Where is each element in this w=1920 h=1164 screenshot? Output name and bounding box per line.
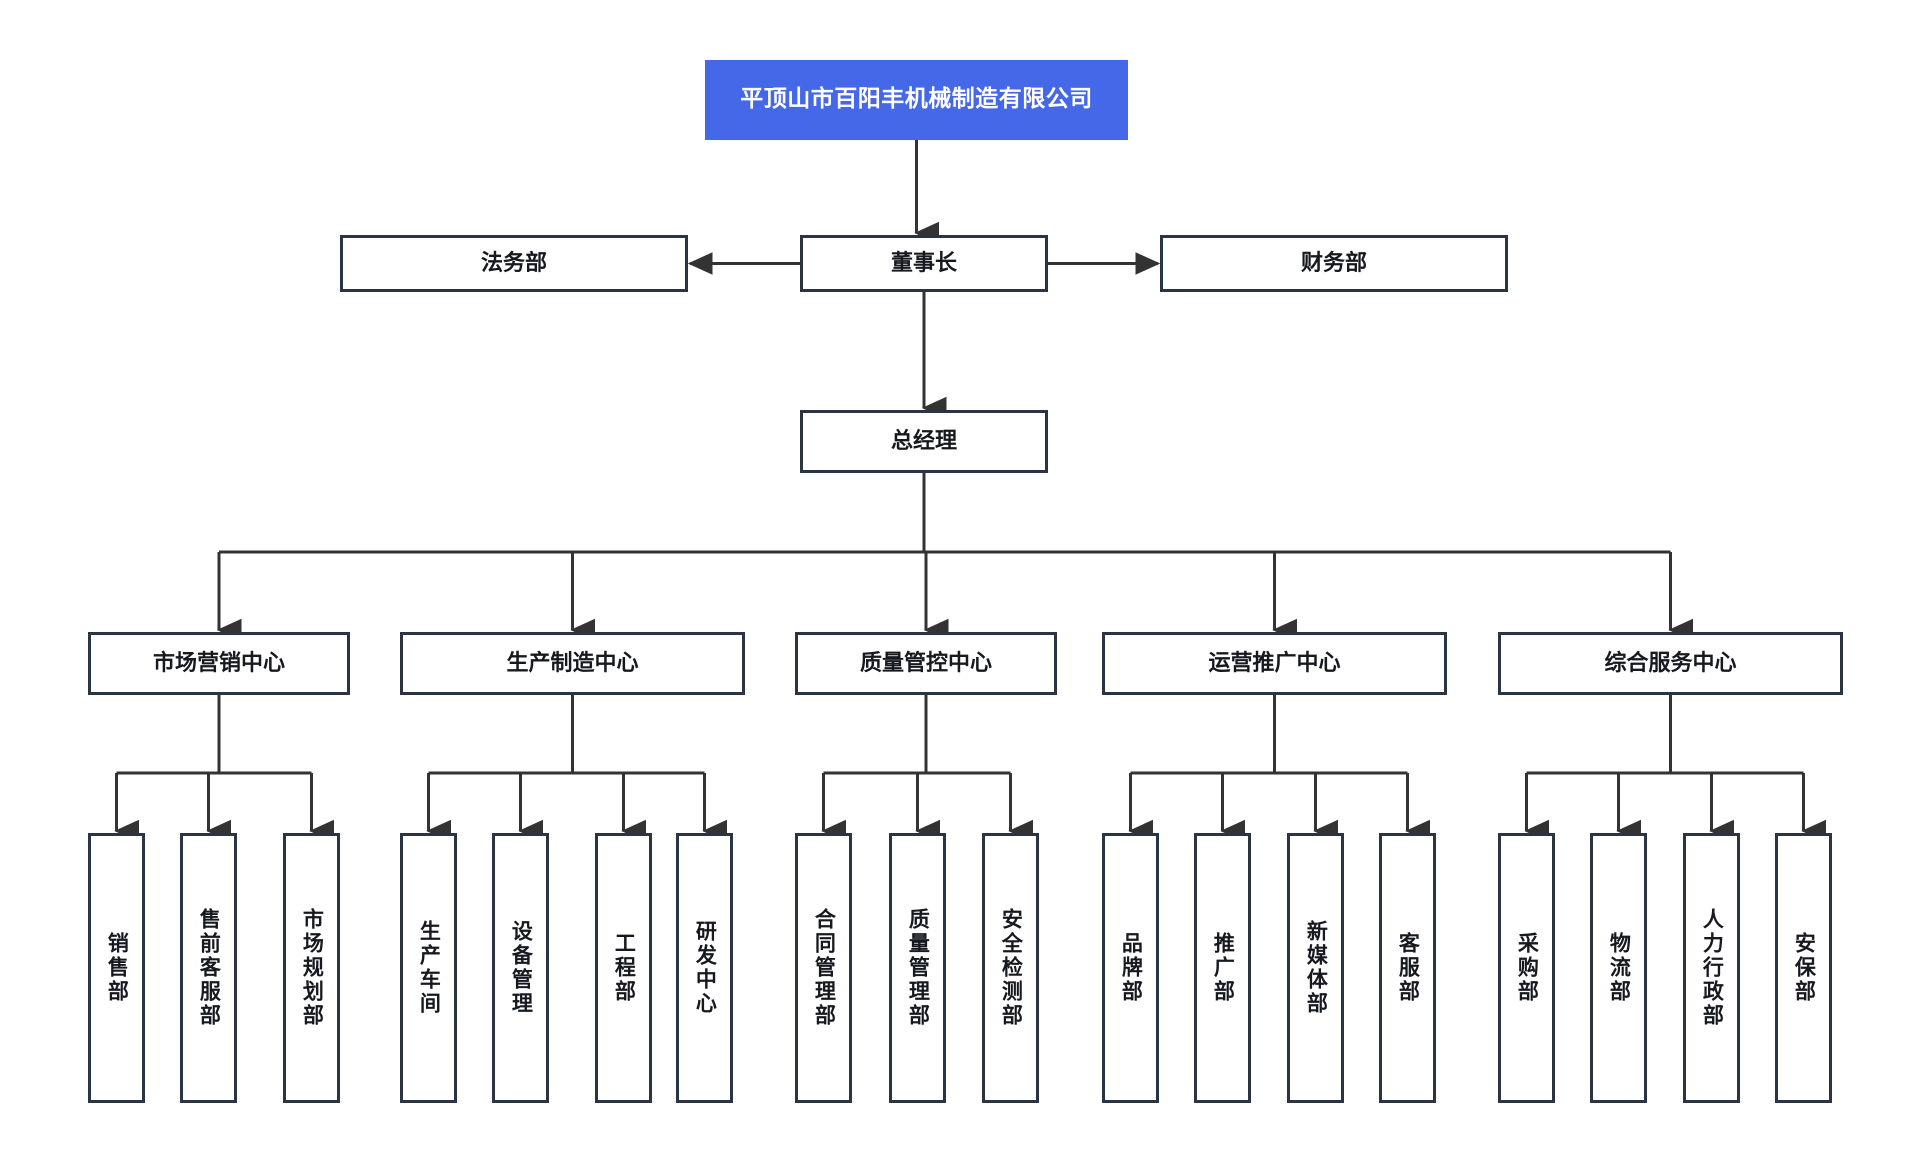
node-quality-management-dept-label: 质量管理部: [906, 908, 931, 1028]
node-sales-dept-label: 销售部: [105, 932, 130, 1004]
node-production-workshop-label: 生产车间: [417, 920, 442, 1016]
node-quality-management-dept[interactable]: 质量管理部: [889, 833, 946, 1103]
node-chairman-label: 董事长: [890, 250, 957, 276]
node-logistics-dept-label: 物流部: [1607, 932, 1632, 1004]
node-manufacturing-center-label: 生产制造中心: [506, 650, 639, 676]
node-market-planning-dept-label: 市场规划部: [300, 908, 325, 1028]
node-new-media-dept-label: 新媒体部: [1304, 920, 1329, 1016]
node-customer-service-dept[interactable]: 客服部: [1379, 833, 1436, 1103]
node-engineering-dept-label: 工程部: [612, 932, 637, 1004]
node-hr-admin-dept[interactable]: 人力行政部: [1683, 833, 1740, 1103]
node-contract-management-dept-label: 合同管理部: [812, 908, 837, 1028]
node-marketing-center[interactable]: 市场营销中心: [88, 632, 350, 695]
node-logistics-dept[interactable]: 物流部: [1590, 833, 1647, 1103]
node-rd-center-label: 研发中心: [693, 920, 718, 1016]
node-presales-service-dept[interactable]: 售前客服部: [180, 833, 237, 1103]
node-finance-label: 财务部: [1300, 250, 1367, 276]
node-comprehensive-service-center[interactable]: 综合服务中心: [1498, 632, 1843, 695]
node-brand-dept-label: 品牌部: [1119, 932, 1144, 1004]
node-manufacturing-center[interactable]: 生产制造中心: [400, 632, 745, 695]
node-operations-promotion-center-label: 运营推广中心: [1208, 650, 1341, 676]
node-customer-service-dept-label: 客服部: [1396, 932, 1421, 1004]
node-legal-label: 法务部: [480, 250, 547, 276]
node-chairman[interactable]: 董事长: [800, 235, 1048, 292]
node-quality-control-center-label: 质量管控中心: [859, 650, 992, 676]
node-engineering-dept[interactable]: 工程部: [595, 833, 652, 1103]
node-quality-control-center[interactable]: 质量管控中心: [795, 632, 1057, 695]
node-promotion-dept-label: 推广部: [1211, 932, 1236, 1004]
node-comprehensive-service-center-label: 综合服务中心: [1604, 650, 1737, 676]
node-market-planning-dept[interactable]: 市场规划部: [283, 833, 340, 1103]
node-equipment-management[interactable]: 设备管理: [492, 833, 549, 1103]
node-marketing-center-label: 市场营销中心: [152, 650, 285, 676]
node-rd-center[interactable]: 研发中心: [676, 833, 733, 1103]
node-company-label: 平顶山市百阳丰机械制造有限公司: [740, 86, 1093, 113]
node-finance[interactable]: 财务部: [1160, 235, 1508, 292]
node-brand-dept[interactable]: 品牌部: [1102, 833, 1159, 1103]
node-operations-promotion-center[interactable]: 运营推广中心: [1102, 632, 1447, 695]
node-procurement-dept-label: 采购部: [1515, 932, 1540, 1004]
node-security-dept[interactable]: 安保部: [1775, 833, 1832, 1103]
node-security-dept-label: 安保部: [1792, 932, 1817, 1004]
node-legal[interactable]: 法务部: [340, 235, 688, 292]
node-promotion-dept[interactable]: 推广部: [1194, 833, 1251, 1103]
node-sales-dept[interactable]: 销售部: [88, 833, 145, 1103]
node-general-manager-label: 总经理: [890, 428, 957, 454]
node-new-media-dept[interactable]: 新媒体部: [1287, 833, 1344, 1103]
node-contract-management-dept[interactable]: 合同管理部: [795, 833, 852, 1103]
node-general-manager[interactable]: 总经理: [800, 410, 1048, 473]
node-presales-service-dept-label: 售前客服部: [197, 908, 222, 1028]
node-production-workshop[interactable]: 生产车间: [400, 833, 457, 1103]
node-company[interactable]: 平顶山市百阳丰机械制造有限公司: [705, 60, 1128, 140]
node-hr-admin-dept-label: 人力行政部: [1700, 908, 1725, 1028]
node-equipment-management-label: 设备管理: [509, 920, 534, 1016]
node-safety-inspection-dept-label: 安全检测部: [999, 908, 1024, 1028]
node-procurement-dept[interactable]: 采购部: [1498, 833, 1555, 1103]
node-safety-inspection-dept[interactable]: 安全检测部: [982, 833, 1039, 1103]
